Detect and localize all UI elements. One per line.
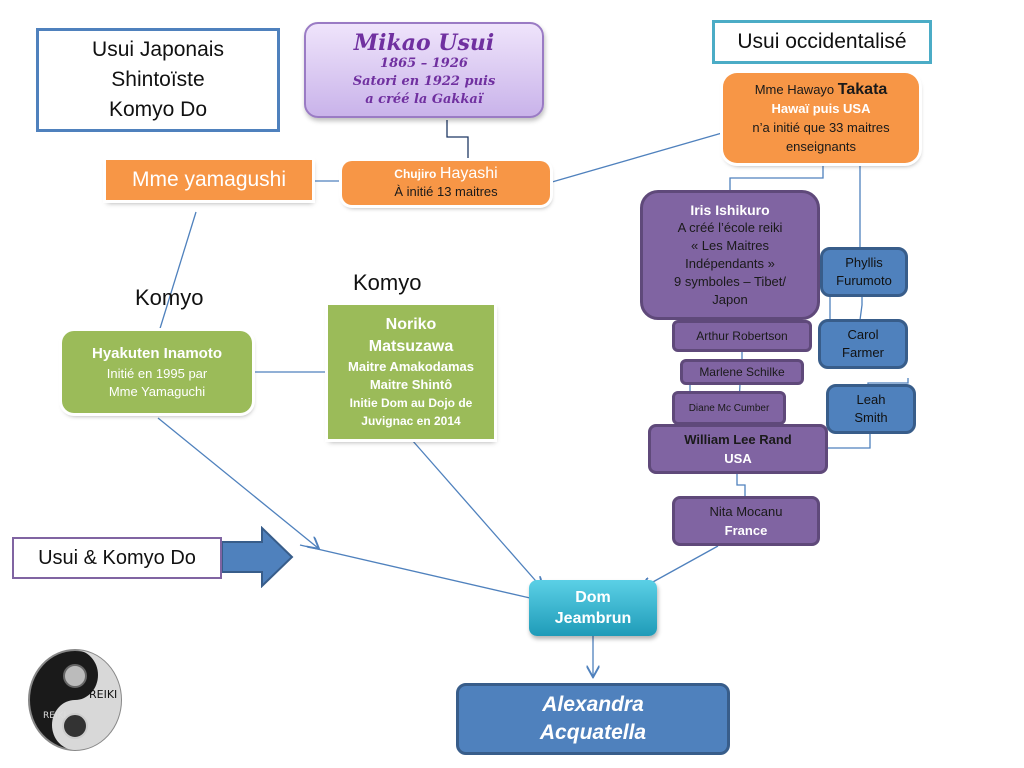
phyllis-line-2: Furumoto [836,273,892,288]
node-diane[interactable]: Diane Mc Cumber [672,391,786,425]
node-noriko[interactable]: Noriko Matsuzawa Maitre Amakodamas Maitr… [328,305,494,439]
carol-line-2: Farmer [842,345,884,360]
node-takata[interactable]: Mme Hawayo Takata Hawaï puis USA n’a ini… [723,73,919,163]
logo-text-top: REIKI [89,688,117,701]
node-ishikuro[interactable]: Iris Ishikuro A créé l’école reiki « Les… [640,190,820,320]
takata-line-2: n’a initié que 33 maitres [752,120,890,135]
yamagushi-name: Mme yamagushi [131,168,287,191]
inamoto-line-2: Mme Yamaguchi [108,384,206,399]
hayashi-last: Hayashi [439,165,498,182]
hayashi-line-1: À initié 13 maitres [394,184,498,199]
node-phyllis[interactable]: Phyllis Furumoto [820,247,908,297]
usui-japonais-line-3: Komyo Do [108,98,208,121]
line-usui-komyo-dom [299,544,531,599]
mikao-usui-name: Mikao Usui [353,30,495,56]
ishikuro-line-5: Japon [712,292,748,307]
leah-line-1: Leah [856,392,886,407]
usui-japonais-label: Usui Japonais Shintoïste Komyo Do [36,28,280,132]
arrow-right-icon [222,526,294,588]
komyo-label-center: Komyo [353,270,422,295]
takata-line-1: Hawaï puis USA [771,101,871,116]
node-yamagushi[interactable]: Mme yamagushi [106,160,312,200]
noriko-line-4: Maitre Shintô [369,377,453,392]
line-yamagushi-inamoto [157,211,197,336]
line-takata-ishikuro [729,166,824,192]
node-arthur[interactable]: Arthur Robertson [672,320,812,352]
phyllis-line-1: Phyllis [845,255,883,270]
noriko-line-1: Noriko [385,316,437,333]
noriko-line-6: Juvignac en 2014 [361,414,461,428]
mikao-usui-line-1: Satori en 1922 puis [352,74,496,89]
usui-occidentalise-text: Usui occidentalisé [737,30,907,53]
diane-name: Diane Mc Cumber [688,402,770,414]
nita-line-1: France [724,523,768,538]
inamoto-line-1: Initié en 1995 par [106,366,208,381]
ishikuro-line-1: A créé l’école reiki [677,220,783,235]
node-dom[interactable]: Dom Jeambrun [529,580,657,636]
yin-yang-icon: REIKI REIKI [28,649,122,751]
ishikuro-line-2: « Les Maitres [690,238,770,253]
mikao-usui-line-2: a créé la Gakkaï [365,92,483,107]
nita-name: Nita Mocanu [709,504,783,519]
node-carol[interactable]: Carol Farmer [818,319,908,369]
alexandra-line-1: Alexandra [542,693,644,716]
arthur-name: Arthur Robertson [696,329,788,343]
noriko-line-2: Matsuzawa [368,338,454,355]
hayashi-first: Chujiro [394,167,437,181]
usui-komyo-do-label: Usui & Komyo Do [12,537,222,579]
hayashi-name-row: Chujiro Hayashi [394,165,497,183]
node-marlene[interactable]: Marlene Schilke [680,359,804,385]
mikao-usui-years: 1865 – 1926 [380,56,468,71]
william-name: William Lee Rand [684,432,792,447]
ishikuro-name: Iris Ishikuro [690,202,770,218]
line-noriko-dom [411,439,542,588]
line-usui-hayashi [446,120,469,160]
reiki-logo: REIKI REIKI [27,648,123,752]
usui-occidentalise-label: Usui occidentalisé [712,20,932,64]
usui-komyo-do-text: Usui & Komyo Do [38,546,196,569]
takata-first: Mme Hawayo [754,82,835,97]
marlene-name: Marlene Schilke [699,365,785,379]
node-hayashi[interactable]: Chujiro Hayashi À initié 13 maitres [342,161,550,205]
line-phyllis-carol-2 [859,296,863,321]
usui-japonais-line-2: Shintoïste [111,68,205,91]
node-william[interactable]: William Lee Rand USA [648,424,828,474]
leah-line-2: Smith [854,410,888,425]
komyo-label-left: Komyo [135,285,204,310]
usui-japonais-line-1: Usui Japonais [92,38,224,61]
takata-line-3: enseignants [785,139,857,154]
logo-text-bottom: REIKI [43,711,66,721]
ishikuro-line-3: Indépendants » [685,256,775,271]
alexandra-line-2: Acquatella [539,721,647,744]
inamoto-name: Hyakuten Inamoto [91,345,223,362]
line-william-nita [736,473,746,496]
node-nita[interactable]: Nita Mocanu France [672,496,820,546]
node-mikao-usui[interactable]: Mikao Usui 1865 – 1926 Satori en 1922 pu… [304,22,544,118]
dom-line-1: Dom [575,589,611,606]
carol-line-1: Carol [847,327,879,342]
line-hayashi-takata [551,132,723,183]
dom-line-2: Jeambrun [554,610,632,627]
node-leah[interactable]: Leah Smith [826,384,916,434]
node-inamoto[interactable]: Hyakuten Inamoto Initié en 1995 par Mme … [62,331,252,413]
takata-name-row: Mme Hawayo Takata [755,80,888,99]
node-alexandra[interactable]: Alexandra Acquatella [456,683,730,755]
ishikuro-line-4: 9 symboles – Tibet/ [674,274,786,289]
william-line-1: USA [724,451,752,466]
noriko-line-5: Initie Dom au Dojo de [349,396,473,410]
noriko-line-3: Maitre Amakodamas [348,359,474,374]
takata-last: Takata [837,81,888,98]
line-leah-william [826,432,871,449]
